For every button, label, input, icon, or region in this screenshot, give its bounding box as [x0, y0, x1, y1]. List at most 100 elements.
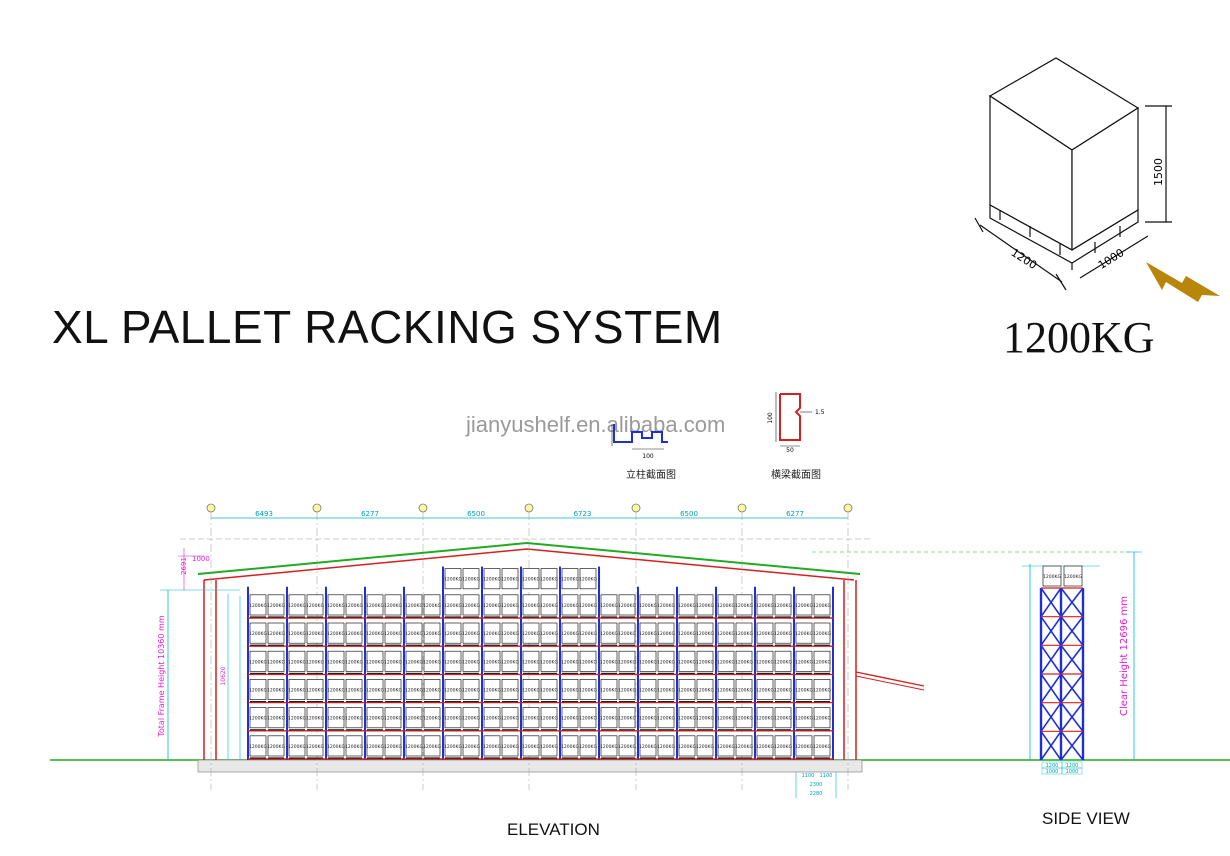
pallet-load [717, 735, 735, 757]
pallet-load-label: 1200KG [522, 744, 540, 750]
pallet-load-label: 1200KG [579, 744, 597, 750]
upright-section-drawing [611, 424, 668, 450]
pallet-load [483, 568, 501, 590]
pallet-load-label: 1200KG [639, 603, 657, 609]
pallet-load [249, 594, 267, 616]
pallet-load-label: 1200KG [540, 716, 558, 722]
pallet-load-label: 1200KG [366, 631, 384, 637]
pallet-load [600, 679, 618, 700]
pallet-load [678, 622, 696, 644]
pallet-load-label: 1200KG [561, 659, 579, 665]
pallet-load [774, 735, 792, 757]
pallet-load [561, 622, 579, 644]
pallet-load [288, 679, 306, 700]
pallet-load-label: 1200KG [522, 577, 540, 583]
pallet-load-label: 1200KG [795, 631, 813, 637]
pallet-load [756, 735, 774, 757]
pallet-load-label: 1200KG [579, 577, 597, 583]
pallet-load [639, 707, 657, 729]
total-height-label: Total Frame Height 10360 mm [157, 615, 166, 737]
pallet-load-label: 1200KG [501, 688, 519, 694]
pallet-load [366, 735, 384, 757]
pallet-load [540, 679, 558, 700]
pallet-load-label: 1200KG [657, 688, 675, 694]
pallet-load-label: 1200KG [249, 744, 267, 750]
pallet-load [795, 594, 813, 616]
pallet-load [678, 735, 696, 757]
pallet-load-label: 1200KG [657, 631, 675, 637]
pallet-load-label: 1200KG [795, 744, 813, 750]
pallet-load [579, 568, 597, 590]
pallet-load-label: 1200KG [735, 744, 753, 750]
pallet-load [267, 650, 285, 672]
bay-spacing-label: 6493 [255, 510, 273, 518]
pallet-load [444, 650, 462, 672]
pallet-load [696, 650, 714, 672]
pallet-load [522, 594, 540, 616]
pallet-load-label: 1200KG [267, 631, 285, 637]
pallet-load [579, 594, 597, 616]
side-brace [1040, 673, 1062, 704]
pallet-load [249, 679, 267, 700]
sub-height-label: 10620 [220, 666, 227, 685]
pallet-load [696, 594, 714, 616]
pallet-load-label: 1200KG [306, 744, 324, 750]
pallet-load-label: 1200KG [327, 716, 345, 722]
pallet-load-label: 1200KG [795, 688, 813, 694]
pallet-load-label: 1200KG [345, 631, 363, 637]
side-bottom-dim-label: 1000 [1066, 769, 1079, 775]
pallet-load [813, 622, 831, 644]
pallet-load [462, 622, 480, 644]
beam-dim-width: 50 [786, 447, 794, 454]
pallet-load-label: 1200KG [462, 577, 480, 583]
pallet-load-label: 1200KG [657, 716, 675, 722]
pallet-load-label: 1200KG [423, 603, 441, 609]
pallet-load [327, 707, 345, 729]
bay-spacing-label: 6277 [786, 510, 804, 518]
upright-dim: 100 [642, 453, 654, 460]
pallet-load-label: 1200KG [267, 744, 285, 750]
pallet-load-label: 1200KG [813, 688, 831, 694]
pallet-load [483, 594, 501, 616]
side-brace [1060, 587, 1084, 618]
pallet-load-label: 1200KG [267, 688, 285, 694]
pallet-load [678, 707, 696, 729]
pallet-load-label: 1200KG [249, 603, 267, 609]
pallet-load [600, 707, 618, 729]
pallet-load [267, 707, 285, 729]
pallet-load-label: 1200KG [618, 603, 636, 609]
pallet-load-label: 1200KG [561, 631, 579, 637]
pallet-load-label: 1200KG [579, 603, 597, 609]
pallet-load [522, 735, 540, 757]
pallet-load [774, 594, 792, 616]
watermark: jianyushelf.en.alibaba.com [466, 412, 726, 437]
pallet-load-label: 1200KG [678, 744, 696, 750]
pallet-load [306, 735, 324, 757]
pallet-load [735, 650, 753, 672]
pallet-load-label: 1200KG [249, 688, 267, 694]
pallet-load-label: 1200KG [366, 716, 384, 722]
pallet-load [813, 707, 831, 729]
pallet-load [405, 650, 423, 672]
pallet-load-label: 1200KG [678, 603, 696, 609]
pallet-load [522, 650, 540, 672]
pallet-load-label: 1200KG [735, 688, 753, 694]
pallet-load [483, 707, 501, 729]
side-brace [1060, 730, 1084, 761]
pallet-load [618, 594, 636, 616]
pallet-load-label: 1200KG [561, 716, 579, 722]
pallet-load-label: 1200KG [345, 744, 363, 750]
pallet-load-label: 1200KG [639, 688, 657, 694]
pallet-load [639, 679, 657, 700]
pallet-load [483, 735, 501, 757]
pallet-load [462, 707, 480, 729]
pallet-load-label: 1200KG [561, 603, 579, 609]
pallet-load-label: 1200KG [327, 603, 345, 609]
pallet-load [444, 622, 462, 644]
pallet-load [444, 735, 462, 757]
side-pallet-load [1063, 565, 1083, 587]
pallet-load [735, 707, 753, 729]
